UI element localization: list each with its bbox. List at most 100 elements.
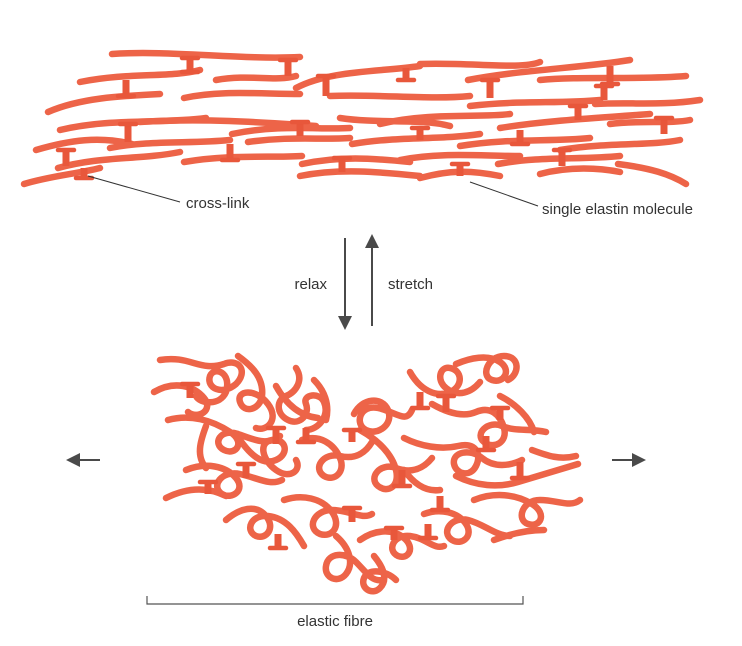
- coiled-molecule: [196, 422, 210, 472]
- coiled-molecule: [280, 494, 376, 538]
- elastin-molecule: [466, 96, 604, 110]
- cross-link: [489, 405, 511, 420]
- cross-link: [409, 392, 431, 411]
- elastin-molecule: [180, 152, 306, 166]
- elastin-molecule: [32, 136, 136, 154]
- elastin-molecule: [614, 160, 690, 188]
- stretch-arrow: [365, 234, 379, 326]
- coiled-molecule: [150, 382, 211, 419]
- cross-link: [429, 496, 451, 513]
- elastin-molecule: [296, 168, 424, 180]
- cross-link: [509, 130, 531, 147]
- elastic-fibre-bracket: [146, 596, 524, 605]
- elastin-molecule: [464, 56, 634, 84]
- elastin-molecule: [416, 58, 544, 69]
- cross-link: [341, 427, 363, 442]
- cross-link: [197, 479, 219, 494]
- coiled-molecule: [350, 397, 416, 435]
- cross-link: [475, 436, 497, 453]
- coiled-molecule: [298, 435, 376, 481]
- elastin-molecule: [108, 49, 304, 61]
- cross-link: [235, 461, 257, 478]
- elastin-molecule: [244, 134, 354, 146]
- stretched-cross-links: [55, 55, 675, 181]
- coiled-molecule: [528, 446, 580, 461]
- cross-link-label: cross-link: [186, 195, 250, 212]
- cross-link: [383, 525, 405, 540]
- coiled-molecule: [222, 505, 308, 550]
- right-arrow: [612, 453, 646, 467]
- molecule-leader: [469, 181, 539, 207]
- coiled-molecule: [452, 352, 520, 384]
- cross-link: [479, 77, 501, 98]
- elastin-molecule: [180, 89, 304, 102]
- cross-link: [593, 83, 615, 100]
- cross-link: [219, 144, 241, 163]
- cross-link: [341, 505, 363, 522]
- elastin-molecule: [54, 148, 184, 172]
- coiled-molecule: [470, 491, 584, 528]
- elastin-molecule: [212, 72, 300, 84]
- elastin-molecule: [536, 165, 624, 178]
- cross-link: [179, 55, 201, 75]
- elastin-molecule: [44, 90, 164, 116]
- elastin-molecule: [456, 134, 594, 150]
- cross-link: [73, 168, 95, 181]
- relaxed-cross-links: [179, 381, 531, 551]
- coiled-molecule: [400, 466, 444, 494]
- coiled-molecule: [156, 355, 245, 406]
- cross-link: [277, 57, 299, 76]
- left-arrow: [66, 453, 100, 467]
- coiled-molecule: [234, 352, 276, 432]
- cross-link: [115, 80, 137, 99]
- cross-link: [391, 470, 413, 489]
- elastic-fibre-label: elastic fibre: [297, 613, 373, 630]
- cross-link: [331, 155, 353, 172]
- relax-label: relax: [294, 276, 327, 293]
- elastin-molecule: [326, 92, 474, 101]
- elastin-molecule: [396, 151, 524, 164]
- coiled-molecule: [428, 400, 550, 449]
- coiled-molecule: [322, 532, 386, 584]
- coiled-molecule: [400, 434, 526, 477]
- coiled-molecule: [490, 526, 548, 544]
- cross-link: [117, 121, 139, 142]
- elastin-molecule: [136, 117, 320, 130]
- cross-link: [409, 125, 431, 140]
- elastin-molecule: [106, 136, 234, 152]
- elastin-molecule: [556, 136, 684, 154]
- coiled-molecule: [162, 486, 230, 502]
- cross-link: [551, 147, 573, 166]
- coiled-molecule: [496, 392, 538, 436]
- coiled-molecule: [406, 364, 484, 398]
- cross-link: [395, 68, 417, 83]
- stretched-elastin-network: [20, 49, 704, 188]
- relaxed-elastin-network: [150, 352, 584, 595]
- elastin-molecule: [376, 110, 514, 128]
- coiled-molecule: [420, 508, 514, 545]
- cross-link: [449, 161, 471, 176]
- cross-link: [435, 393, 457, 412]
- cross-link: [265, 425, 287, 444]
- coiled-molecule: [356, 426, 436, 493]
- coiled-molecule: [164, 414, 284, 455]
- cross-link: [315, 73, 337, 96]
- coiled-molecule: [310, 376, 331, 424]
- elastin-molecule: [20, 164, 104, 188]
- cross-link: [417, 524, 439, 541]
- relax-arrow: [338, 238, 352, 330]
- cross-link: [653, 115, 675, 134]
- stretch-label: stretch: [388, 276, 433, 293]
- elastin-molecule: [591, 96, 704, 108]
- elastin-molecule: [348, 130, 484, 148]
- cross-link: [567, 103, 589, 120]
- elastin-molecule: [606, 116, 694, 128]
- cross-link: [295, 428, 317, 445]
- coiled-molecule: [452, 460, 582, 489]
- cross-link: [509, 462, 531, 481]
- cross-link-leader: [87, 175, 181, 203]
- coiled-molecule: [359, 552, 400, 595]
- coiled-molecule: [272, 382, 322, 422]
- cross-link: [267, 534, 289, 551]
